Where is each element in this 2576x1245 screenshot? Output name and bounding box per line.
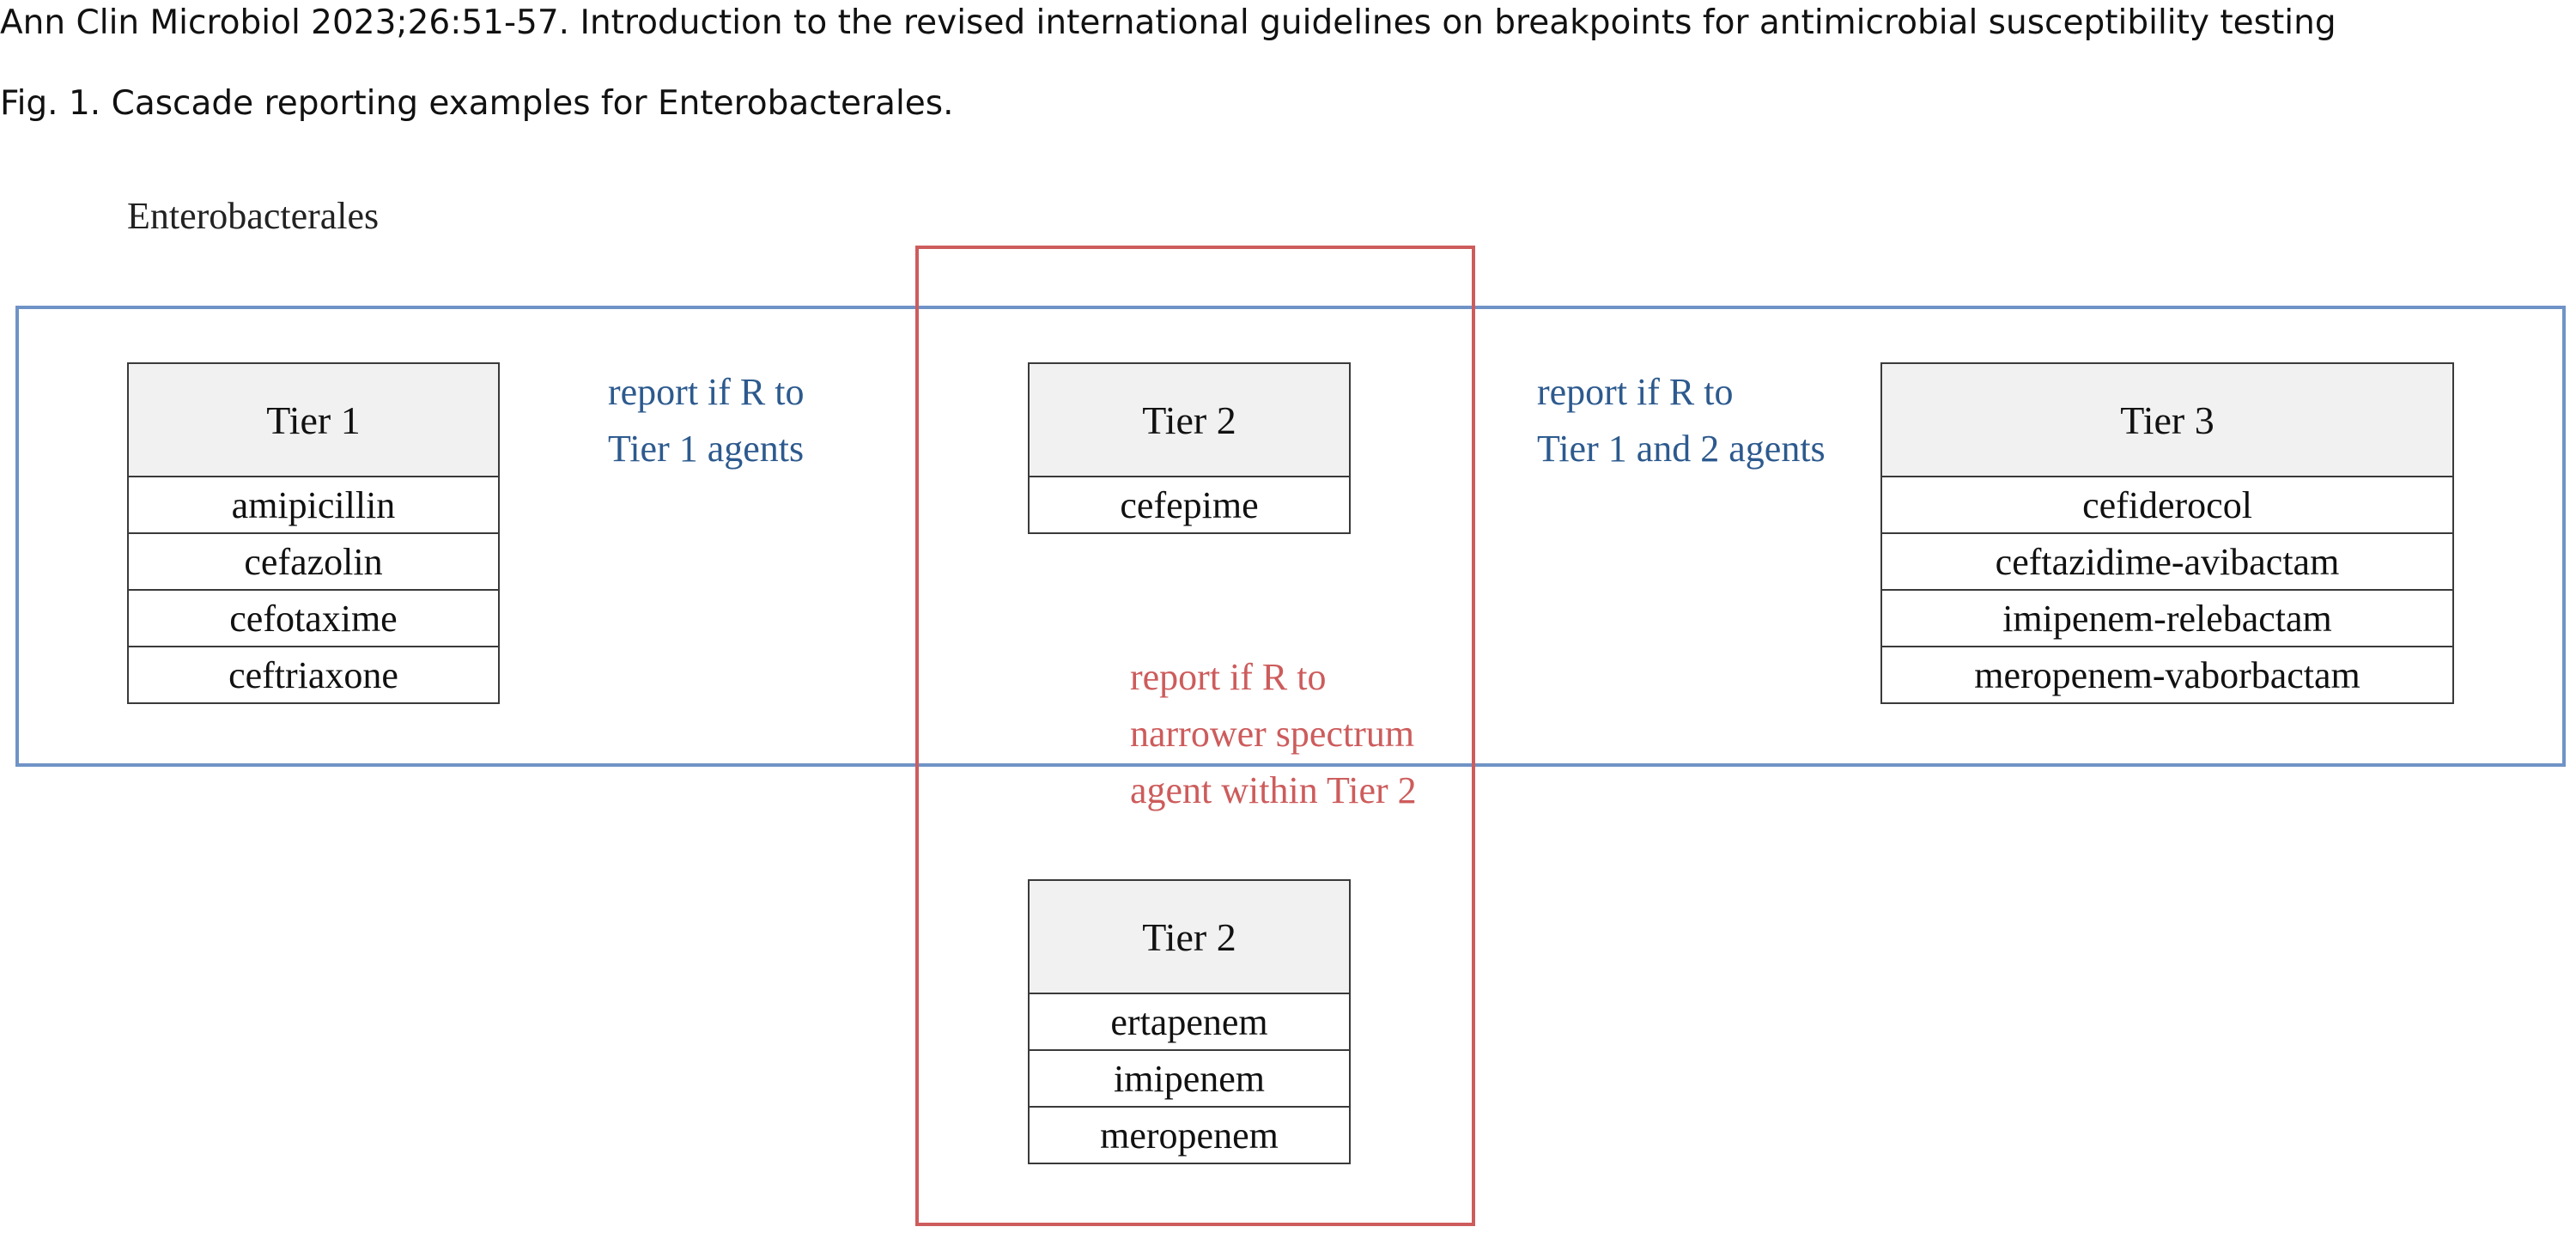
- tier3-agent: cefiderocol: [1882, 477, 2452, 534]
- narrow-spectrum-rule-note: report if R to narrower spectrum agent w…: [1130, 649, 1417, 819]
- tier2-upper-table: Tier 2 cefepime: [1028, 362, 1351, 534]
- tier12-rule-line: report if R to: [1537, 371, 1734, 413]
- figure-caption: Fig. 1. Cascade reporting examples for E…: [0, 84, 954, 123]
- tier3-header: Tier 3: [1882, 364, 2452, 477]
- tier1-rule-line: Tier 1 agents: [608, 428, 805, 470]
- tier2-lower-agent: meropenem: [1100, 1114, 1279, 1157]
- tier2-lower-agent: ertapenem: [1030, 994, 1349, 1051]
- tier1-table: Tier 1 amipicillin cefazolin cefotaxime …: [127, 362, 500, 704]
- tier3-agent: ceftazidime-avibactam: [1882, 534, 2452, 591]
- tier-cascade-frame: [15, 306, 2566, 767]
- tier2-upper-agent: cefepime: [1120, 483, 1259, 526]
- tier3-table: Tier 3 cefiderocol ceftazidime-avibactam…: [1880, 362, 2454, 704]
- narrow-rule-line: report if R to: [1130, 656, 1327, 698]
- tier3-agent: meropenem-vaborbactam: [1974, 653, 2360, 696]
- tier1-agent: cefazolin: [129, 534, 498, 591]
- tier2-subcascade-frame: [915, 246, 1475, 1226]
- tier2-upper-header: Tier 2: [1030, 364, 1349, 477]
- tier12-rule-line: Tier 1 and 2 agents: [1537, 428, 1826, 470]
- organism-group-title: Enterobacterales: [127, 195, 380, 237]
- tier3-agent: imipenem-relebactam: [1882, 591, 2452, 647]
- tier1-rule-note: report if R to Tier 1 agents: [608, 364, 805, 477]
- tier2-lower-table: Tier 2 ertapenem imipenem meropenem: [1028, 879, 1351, 1164]
- narrow-rule-line: narrower spectrum: [1130, 713, 1415, 755]
- tier2-lower-agent: imipenem: [1030, 1051, 1349, 1108]
- tier1-agent: cefotaxime: [129, 591, 498, 647]
- tier1-agent: ceftriaxone: [228, 653, 398, 696]
- tier1-rule-line: report if R to: [608, 371, 805, 413]
- citation-line: Ann Clin Microbiol 2023;26:51-57. Introd…: [0, 3, 2336, 42]
- tier1-header: Tier 1: [129, 364, 498, 477]
- narrow-rule-line: agent within Tier 2: [1130, 769, 1417, 811]
- tier1-agent: amipicillin: [129, 477, 498, 534]
- tier12-rule-note: report if R to Tier 1 and 2 agents: [1537, 364, 1826, 477]
- tier2-lower-header: Tier 2: [1030, 881, 1349, 994]
